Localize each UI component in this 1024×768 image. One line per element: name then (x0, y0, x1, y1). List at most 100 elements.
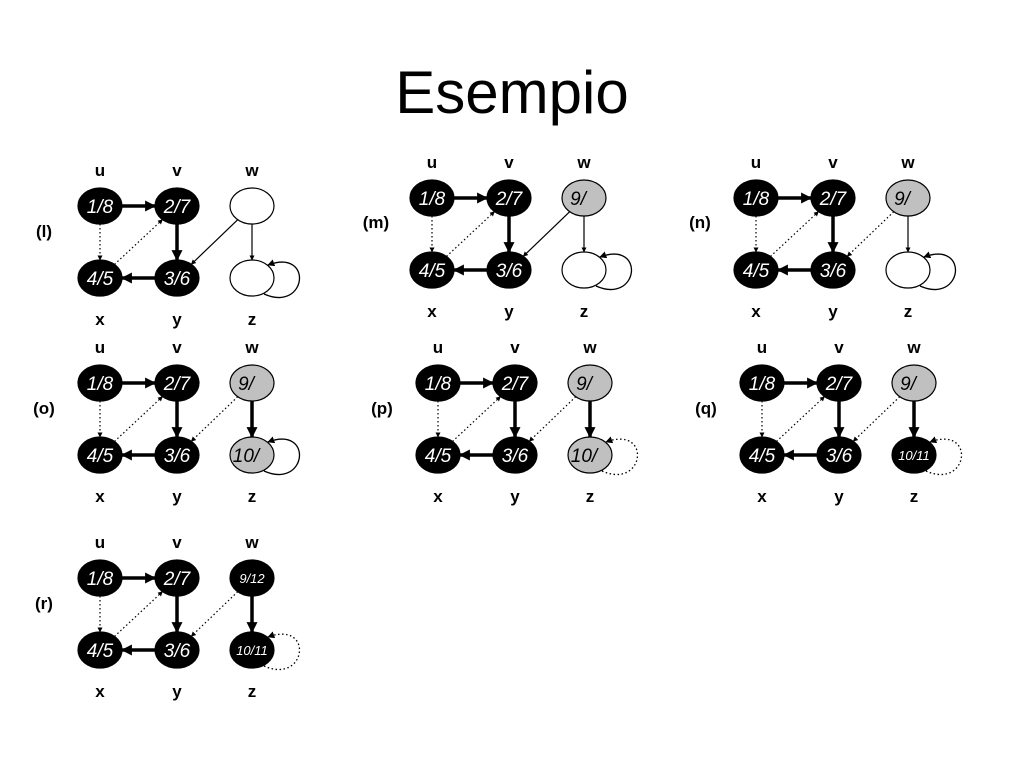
vertex-label-y: y (172, 682, 182, 701)
vertex-label-z: z (586, 487, 595, 506)
vertex-label-u: u (433, 338, 443, 357)
vertex-label-v: v (172, 533, 182, 552)
node-w: 9/ (561, 179, 607, 217)
node-shape (492, 364, 538, 402)
vertex-label-w: w (244, 533, 259, 552)
node-y: 3/6 (154, 436, 200, 474)
node-label: 9/12 (239, 571, 265, 586)
node-x: 4/5 (77, 631, 123, 669)
vertex-label-x: x (95, 487, 105, 506)
node-shape (891, 436, 937, 474)
node-shape (77, 364, 123, 402)
node-shape (885, 179, 931, 217)
node-label: 3/6 (164, 641, 191, 662)
node-label: 10/11 (236, 643, 268, 658)
edge-x-v (114, 591, 163, 637)
node-u: 1/8 (409, 179, 455, 217)
vertex-label-z: z (580, 302, 589, 321)
node-shape (229, 187, 275, 225)
node-label: 1/8 (87, 197, 114, 218)
vertex-label-v: v (510, 338, 520, 357)
node-u: 1/8 (77, 364, 123, 402)
vertex-label-x: x (433, 487, 443, 506)
node-y: 3/6 (154, 259, 200, 297)
vertex-label-x: x (95, 682, 105, 701)
node-label: 4/5 (87, 446, 114, 467)
vertex-label-w: w (576, 153, 591, 172)
node-w: 9/ (229, 364, 275, 402)
node-v: 2/7 (492, 364, 538, 402)
node-x: 4/5 (409, 251, 455, 289)
edge-z-z (263, 259, 301, 299)
node-label: 10/11 (898, 448, 930, 463)
edge-w-y (846, 211, 895, 257)
node-shape (154, 436, 200, 474)
vertex-label-w: w (244, 338, 259, 357)
edge-z-z (919, 251, 957, 291)
node-x: 4/5 (739, 436, 785, 474)
vertex-label-w: w (582, 338, 597, 357)
node-label: 1/8 (425, 374, 452, 395)
node-y: 3/6 (492, 436, 538, 474)
vertex-label-z: z (910, 487, 919, 506)
node-w: 9/ (891, 364, 937, 402)
node-shape (154, 259, 200, 297)
node-label: 4/5 (743, 261, 770, 282)
node-shape (415, 364, 461, 402)
vertex-label-x: x (95, 310, 105, 329)
vertex-label-v: v (834, 338, 844, 357)
node-v: 2/7 (154, 364, 200, 402)
node-label: 3/6 (164, 269, 191, 290)
node-shape (739, 436, 785, 474)
vertex-label-u: u (757, 338, 767, 357)
node-label: 9/ (900, 374, 918, 395)
edge-z-z (263, 631, 301, 671)
node-z: 10/ (229, 436, 275, 474)
node-shape (885, 251, 931, 289)
node-shape (229, 436, 275, 474)
panel-label: (r) (35, 594, 53, 613)
node-shape (154, 559, 200, 597)
panel-label: (o) (33, 399, 55, 418)
node-shape (733, 179, 779, 217)
node-shape (567, 364, 613, 402)
node-label: 1/8 (87, 374, 114, 395)
node-z (561, 251, 607, 289)
edge-w-y (190, 591, 239, 637)
node-y: 3/6 (810, 251, 856, 289)
node-label: 4/5 (87, 641, 114, 662)
node-label: 9/ (570, 189, 588, 210)
node-w: 9/ (567, 364, 613, 402)
edge-z-z (595, 251, 633, 291)
node-v: 2/7 (154, 559, 200, 597)
node-shape (229, 559, 275, 597)
node-z: 10/11 (229, 631, 275, 669)
node-shape (486, 179, 532, 217)
node-z (885, 251, 931, 289)
node-u: 1/8 (415, 364, 461, 402)
vertex-label-x: x (427, 302, 437, 321)
edge-w-y (522, 211, 571, 257)
vertex-label-y: y (172, 310, 182, 329)
node-label: 4/5 (425, 446, 452, 467)
node-w: 9/12 (229, 559, 275, 597)
node-shape (77, 187, 123, 225)
node-label: 2/7 (163, 374, 192, 395)
node-label: 9/ (576, 374, 594, 395)
vertex-label-y: y (828, 302, 838, 321)
edge-w-y (190, 396, 239, 442)
edge-x-v (446, 211, 495, 257)
node-label: 9/ (238, 374, 256, 395)
panel-label: (q) (695, 399, 717, 418)
node-u: 1/8 (77, 559, 123, 597)
node-label: 2/7 (163, 197, 192, 218)
panel-label: (l) (36, 222, 52, 241)
edge-x-v (114, 396, 163, 442)
node-y: 3/6 (154, 631, 200, 669)
vertex-label-v: v (172, 338, 182, 357)
node-y: 3/6 (486, 251, 532, 289)
node-shape (77, 559, 123, 597)
